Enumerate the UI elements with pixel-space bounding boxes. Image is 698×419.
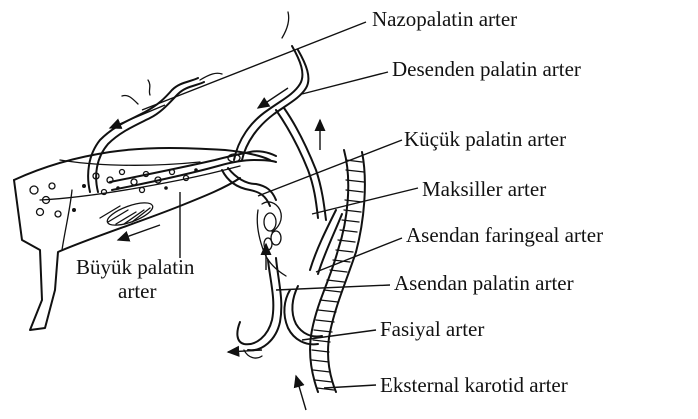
kucuk-palatin-vessel bbox=[222, 168, 276, 206]
leader-nazopalatin bbox=[142, 22, 366, 110]
leader-eksternal bbox=[324, 385, 376, 388]
leader-desenden bbox=[302, 72, 388, 94]
carotid-striations bbox=[312, 160, 364, 390]
desenden-vessel bbox=[234, 12, 308, 160]
label-nazopalatin: Nazopalatin arter bbox=[372, 7, 517, 31]
flow-arrows bbox=[110, 88, 320, 410]
label-buyuk-palatin-line2: arter bbox=[118, 279, 156, 303]
label-buyuk-palatin-line1: Büyük palatin bbox=[76, 255, 195, 279]
label-maksiller: Maksiller arter bbox=[422, 177, 546, 201]
labels: Nazopalatin arter Desenden palatin arter… bbox=[76, 7, 603, 397]
nazopalatin-vessel bbox=[88, 73, 222, 192]
label-desenden: Desenden palatin arter bbox=[392, 57, 581, 81]
label-asendan-palatin: Asendan palatin arter bbox=[394, 271, 574, 295]
leader-asendan-palatin bbox=[276, 285, 390, 290]
label-kucuk: Küçük palatin arter bbox=[404, 127, 566, 151]
label-fasiyal: Fasiyal arter bbox=[380, 317, 484, 341]
label-asendan-faringeal: Asendan faringeal arter bbox=[406, 223, 603, 247]
leader-kucuk bbox=[258, 140, 402, 196]
label-eksternal: Eksternal karotid arter bbox=[380, 373, 568, 397]
leader-fasiyal bbox=[302, 330, 376, 340]
